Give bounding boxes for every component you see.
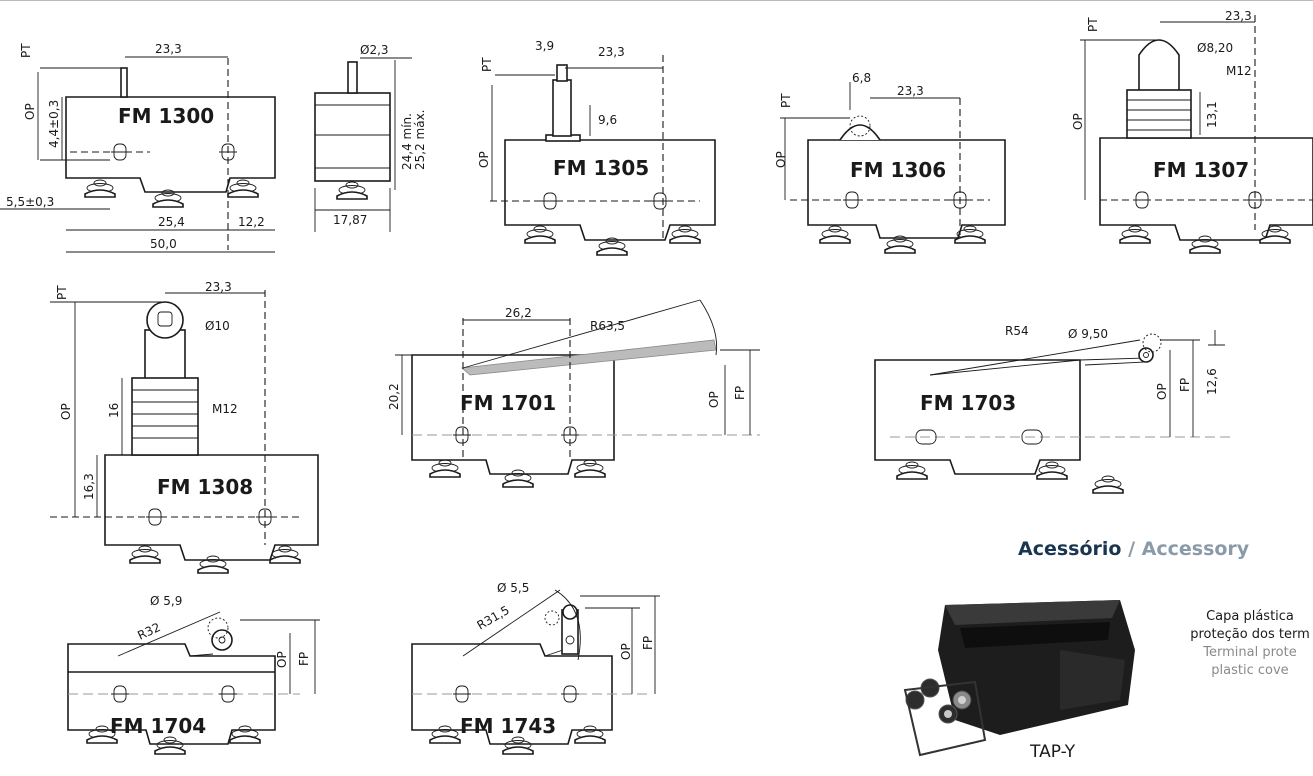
fm1704-title: FM 1704 — [110, 714, 206, 738]
accessory-description: Capa plástica proteção dos term Terminal… — [1150, 608, 1313, 680]
fm1704-op: OP — [275, 651, 289, 668]
drawing-side-view — [314, 57, 412, 232]
fm1308-dim-c: 16 — [107, 403, 121, 418]
product-label: TAP-Y — [1030, 742, 1076, 762]
fm1307-op: OP — [1071, 113, 1085, 130]
fm1305-op: OP — [477, 151, 491, 168]
accessory-heading-pt: Acessório — [1018, 538, 1122, 560]
fm1305-pt: PT — [480, 57, 494, 72]
fm1306-pt: PT — [779, 93, 793, 108]
fm1703-title: FM 1703 — [920, 391, 1016, 415]
fm1300-dim-op: 4,4±0,3 — [47, 100, 61, 148]
fm1307-dim-c: M12 — [1226, 64, 1252, 78]
fm1704-fp: FP — [297, 652, 311, 666]
fm1743-op: OP — [619, 643, 633, 660]
fm1300-dim-top: 23,3 — [155, 42, 182, 56]
desc-en-line1: Terminal prote — [1203, 645, 1297, 660]
fm1307-dim-a: 23,3 — [1225, 9, 1252, 23]
fm1307-title: FM 1307 — [1153, 158, 1249, 182]
fm1701-dim-c: 20,2 — [387, 383, 401, 410]
fm1306-title: FM 1306 — [850, 158, 946, 182]
fm1308-dim-e: 16,3 — [82, 473, 96, 500]
fm1306-dim-a: 6,8 — [852, 71, 871, 85]
accessory-heading: Acessório / Accessory — [1018, 538, 1249, 560]
fm1300-pt: PT — [19, 43, 33, 58]
side-dim-pin: Ø2,3 — [360, 43, 389, 57]
fm1701-fp: FP — [733, 386, 747, 400]
side-dim-width: 17,87 — [333, 213, 367, 227]
drawing-fm1307 — [1080, 15, 1313, 254]
drawing-fm1743 — [411, 589, 660, 755]
fm1701-dim-b: R63,5 — [590, 319, 625, 333]
fm1308-dim-a: 23,3 — [205, 280, 232, 294]
fm1704-dim-a: Ø 5,9 — [150, 594, 182, 608]
fm1300-title: FM 1300 — [118, 104, 214, 128]
fm1701-title: FM 1701 — [460, 391, 556, 415]
fm1307-pt: PT — [1086, 17, 1100, 32]
fm1308-title: FM 1308 — [157, 475, 253, 499]
fm1307-dim-d: 13,1 — [1205, 101, 1219, 128]
drawing-fm1308 — [50, 290, 319, 574]
fm1300-dim-total: 50,0 — [150, 237, 177, 251]
drawing-fm1704 — [67, 611, 320, 755]
fm1305-dim-c: 9,6 — [598, 113, 617, 127]
fm1305-dim-b: 23,3 — [598, 45, 625, 59]
fm1300-dim-right: 12,2 — [238, 215, 265, 229]
side-dim-min: 24,4 mín. — [400, 113, 414, 170]
fm1308-dim-d: M12 — [212, 402, 238, 416]
fm1703-dim-c: 12,6 — [1205, 368, 1219, 395]
fm1306-dim-b: 23,3 — [897, 84, 924, 98]
fm1703-dim-b: Ø 9,50 — [1068, 327, 1108, 341]
fm1308-dim-b: Ø10 — [205, 319, 230, 333]
desc-pt-line1: Capa plástica — [1206, 609, 1294, 624]
fm1300-dim-left: 5,5±0,3 — [6, 195, 54, 209]
desc-en-line2: plastic cove — [1211, 663, 1289, 678]
fm1701-dim-a: 26,2 — [505, 306, 532, 320]
drawing-fm1703 — [874, 330, 1230, 494]
fm1701-op: OP — [707, 391, 721, 408]
fm1743-fp: FP — [641, 636, 655, 650]
drawing-fm1701 — [395, 299, 760, 488]
fm1743-title: FM 1743 — [460, 714, 556, 738]
fm1300-op: OP — [23, 103, 37, 120]
fm1306-op: OP — [774, 151, 788, 168]
fm1308-op: OP — [59, 403, 73, 420]
drawing-fm1306 — [780, 82, 1006, 254]
fm1743-dim-b: R31,5 — [475, 603, 512, 633]
drawing-fm1305 — [490, 55, 716, 256]
fm1703-fp: FP — [1178, 378, 1192, 392]
accessory-heading-sep: / — [1121, 538, 1142, 560]
tap-y-product-image — [903, 600, 1135, 757]
fm1703-dim-a: R54 — [1005, 324, 1029, 338]
fm1305-title: FM 1305 — [553, 156, 649, 180]
fm1743-dim-a: Ø 5,5 — [497, 581, 529, 595]
fm1300-dim-mid: 25,4 — [158, 215, 185, 229]
top-border — [0, 0, 1313, 1]
side-dim-max: 25,2 máx. — [413, 110, 427, 171]
drawing-fm1300 — [0, 56, 276, 253]
fm1703-op: OP — [1155, 383, 1169, 400]
fm1704-dim-b: R32 — [135, 620, 162, 643]
fm1308-pt: PT — [55, 285, 69, 300]
fm1305-dim-a: 3,9 — [535, 39, 554, 53]
accessory-heading-en: Accessory — [1141, 538, 1250, 560]
fm1307-dim-b: Ø8,20 — [1197, 41, 1233, 55]
desc-pt-line2: proteção dos term — [1190, 627, 1310, 642]
